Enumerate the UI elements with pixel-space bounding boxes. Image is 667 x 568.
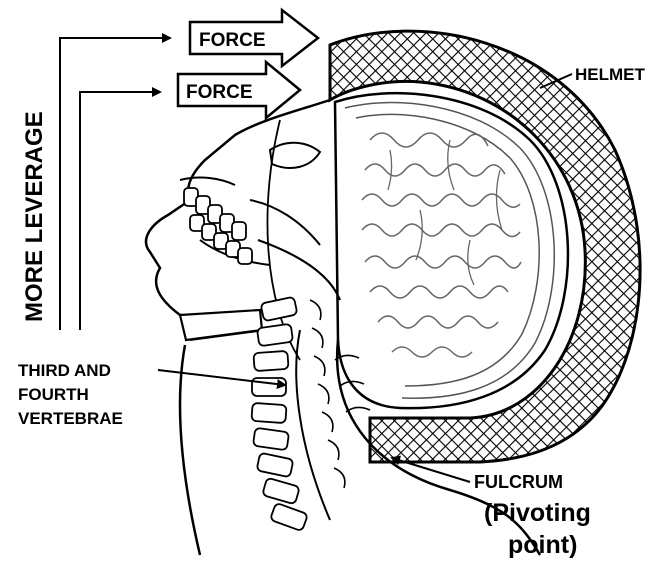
force-label-bottom: FORCE bbox=[186, 82, 253, 103]
leverage-arrows bbox=[60, 38, 170, 330]
leverage-arrow-inner bbox=[80, 92, 160, 330]
vertebrae-label-line1: THIRD AND bbox=[18, 361, 111, 380]
force-label-top: FORCE bbox=[199, 30, 266, 51]
skull-outline bbox=[335, 93, 568, 408]
vertebrae-label-line3: VERTEBRAE bbox=[18, 409, 123, 428]
more-leverage-label: MORE LEVERAGE bbox=[21, 111, 48, 322]
pivot-label-line2: point) bbox=[508, 531, 577, 559]
force-arrow-bottom: FORCE bbox=[178, 62, 300, 118]
face-profile bbox=[146, 100, 340, 360]
brain bbox=[335, 93, 568, 408]
pivot-label-line1: (Pivoting bbox=[484, 499, 591, 527]
helmet-label: HELMET bbox=[575, 65, 646, 84]
vertebrae-label-line2: FOURTH bbox=[18, 385, 89, 404]
fulcrum-label: FULCRUM bbox=[474, 472, 563, 492]
leverage-arrow-outer bbox=[60, 38, 170, 330]
force-arrow-top: FORCE bbox=[190, 10, 318, 66]
